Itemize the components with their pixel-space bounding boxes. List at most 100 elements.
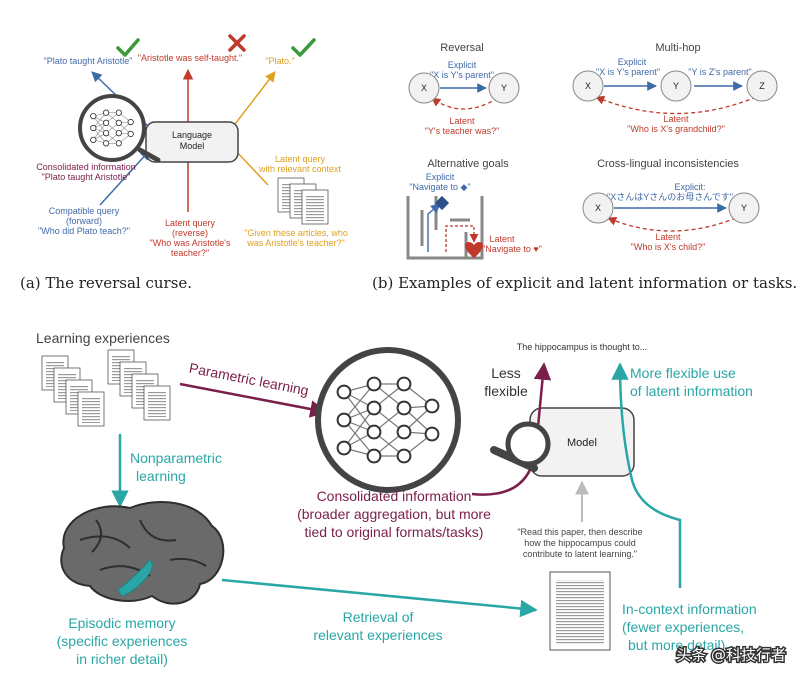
learning-documents-right — [107, 349, 171, 421]
episodic-memory-detail: in richer detail) — [76, 651, 168, 667]
watermark: 头条 @科技行者 — [676, 646, 786, 664]
magnifier-handle — [137, 147, 161, 163]
parametric-learning-arrow — [179, 382, 328, 418]
compatible-query-label: Compatible query — [49, 206, 120, 216]
panel-b-examples: Reversal Explicit "X is Y's parent" X Y … — [372, 42, 797, 292]
crosslingual-node-y — [728, 192, 760, 224]
multihop-node-z — [746, 70, 778, 102]
reversal-latent-text: "Y's teacher was?" — [425, 126, 500, 136]
reversal-title: Reversal — [440, 42, 483, 54]
answer-plato: "Plato." — [265, 56, 294, 66]
goals-explicit-text: "Navigate to ◆" — [409, 182, 470, 192]
heart-goal-icon — [465, 242, 483, 258]
reversal-latent-word: Latent — [449, 116, 475, 126]
compatible-query-text: "Who did Plato teach?" — [38, 226, 130, 236]
diamond-goal-icon — [434, 195, 450, 211]
context-documents — [277, 177, 329, 225]
multihop-explicit-word: Explicit — [618, 57, 647, 67]
read-paper-prompt: how the hippocampus could — [524, 538, 636, 548]
reversal-explicit-text: "X is Y's parent" — [430, 70, 494, 80]
latent-context-query: was Aristotle's teacher?" — [246, 238, 344, 248]
multihop-node-y — [660, 70, 692, 102]
magnifier-inner-lens — [505, 421, 551, 467]
nonparametric-label: Nonparametric — [130, 450, 222, 466]
in-context-info-detail: (fewer experiences, — [622, 619, 744, 635]
crosslingual-explicit-text: "XさんはYさんのお母さんです" — [607, 192, 733, 202]
reversal-node-y — [488, 72, 520, 104]
crosslingual-explicit-word: Explicit: — [674, 182, 705, 192]
crosslingual-node-y-label: Y — [741, 203, 747, 213]
episodic-memory-detail: (specific experiences — [57, 633, 188, 649]
language-model-box — [145, 121, 239, 163]
bottom-learning-diagram: Learning experiences Parametric learning… — [36, 330, 757, 667]
episodic-memory-title: Episodic memory — [68, 615, 175, 631]
crosslingual-title: Cross-lingual inconsistencies — [597, 158, 739, 170]
multihop-node-x-label: X — [585, 81, 591, 91]
multihop-latent-word: Latent — [663, 114, 689, 124]
consolidated-info-label: Consolidated information — [36, 162, 136, 172]
cross-icon — [228, 34, 246, 52]
multihop-node-x — [572, 70, 604, 102]
latent-query-text: teacher?" — [171, 248, 209, 258]
goals-title: Alternative goals — [427, 158, 509, 170]
in-context-paper — [549, 571, 611, 651]
more-flexible-label: of latent information — [630, 383, 753, 399]
read-paper-prompt: contribute to latent learning." — [523, 549, 637, 559]
learning-experiences-label: Learning experiences — [36, 330, 170, 346]
latent-context-query: "Given these articles, who — [244, 228, 348, 238]
latent-query-text: "Who was Aristotle's — [150, 238, 231, 248]
crosslingual-node-x — [582, 192, 614, 224]
example-reversal: Reversal Explicit "X is Y's parent" X Y … — [408, 42, 520, 136]
answer-plato-taught: "Plato taught Aristotle" — [44, 56, 133, 66]
retrieval-label: relevant experiences — [313, 627, 442, 643]
more-flexible-label: More flexible use — [630, 365, 736, 381]
hippocampus-highlight — [117, 559, 153, 597]
consolidated-info-detail: (broader aggregation, but more — [297, 506, 491, 522]
magnifier-lens-bottom — [315, 347, 461, 493]
in-context-info-detail: but more detail) — [628, 637, 725, 653]
reversal-explicit-word: Explicit — [448, 60, 477, 70]
crosslingual-latent-word: Latent — [655, 232, 681, 242]
answer-self-taught: "Aristotle was self-taught." — [138, 53, 242, 63]
latent-context-label: Latent query — [275, 154, 326, 164]
latent-query-label: Latent query — [165, 218, 216, 228]
multihop-node-z-label: Z — [759, 81, 765, 91]
multihop-explicit-2: "Y is Z's parent" — [688, 67, 751, 77]
brain-image — [60, 501, 225, 605]
multihop-latent-text: "Who is X's grandchild?" — [627, 124, 725, 134]
arrow-to-plato-only — [231, 71, 276, 129]
maze-path-blue — [427, 203, 441, 252]
example-alternative-goals: Alternative goals Explicit "Navigate to … — [406, 158, 542, 260]
goals-latent-word: Latent — [489, 234, 515, 244]
less-flexible-label: Less — [491, 365, 521, 381]
compatible-query-direction: (forward) — [66, 216, 102, 226]
goals-latent-text: "Navigate to ♥" — [482, 244, 542, 254]
latent-query-direction: (reverse) — [172, 228, 208, 238]
read-paper-prompt: "Read this paper, then describe — [517, 527, 642, 537]
example-cross-lingual: Cross-lingual inconsistencies Explicit: … — [582, 158, 760, 252]
arrow-latent-context — [234, 149, 269, 186]
more-flexible-arrow — [611, 362, 682, 588]
in-context-info-title: In-context information — [622, 601, 757, 617]
caption-b: (b) Examples of explicit and latent info… — [372, 274, 797, 292]
reversal-node-x — [408, 72, 440, 104]
less-flexible-label: flexible — [484, 383, 528, 399]
multihop-explicit-1: "X is Y's parent" — [596, 67, 660, 77]
crosslingual-node-x-label: X — [595, 203, 601, 213]
crosslingual-latent-text: "Who is X's child?" — [631, 242, 706, 252]
latent-context-label: with relevant context — [258, 164, 342, 174]
multihop-title: Multi-hop — [655, 42, 700, 54]
language-model-label: Language — [172, 130, 212, 140]
multihop-node-y-label: Y — [673, 81, 679, 91]
check-icon — [116, 38, 140, 57]
consolidated-info-detail: tied to original formats/tasks) — [305, 524, 484, 540]
panel-a-reversal-curse: Language Model "Plato taught Aristotle" … — [20, 34, 348, 292]
arrow-compatible-query — [99, 149, 151, 206]
maze-path-red — [445, 225, 479, 252]
reversal-node-x-label: X — [421, 83, 427, 93]
reversal-latent-arrow — [431, 97, 499, 110]
consolidated-info-value: "Plato taught Aristotle" — [42, 172, 131, 182]
retrieval-arrow — [221, 578, 538, 618]
magnifier-lens — [78, 94, 146, 162]
